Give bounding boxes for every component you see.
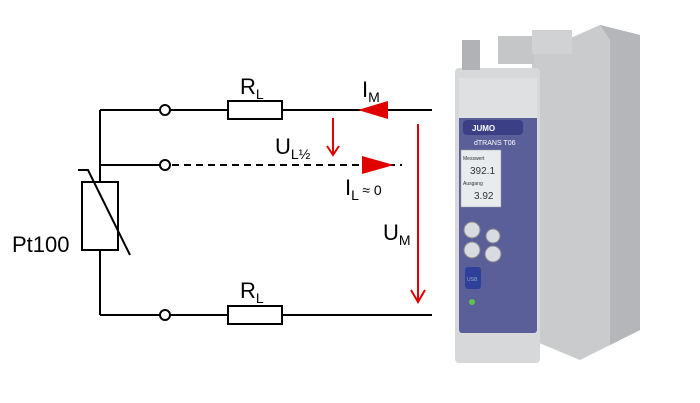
display-value-2: 3.92 [474,191,494,202]
resistor-bottom-label: RL [240,278,264,306]
svg-text:Ausgang: Ausgang [463,181,483,187]
transmitter-device: JUMO dTRANS T06 Messwert 392.1 Ausgang 3… [455,25,640,363]
resistor-top-label: RL [240,74,264,102]
measure-voltage-label: UM [383,220,411,248]
up-button[interactable] [463,221,481,239]
display-value-1: 392.1 [470,166,495,177]
usb-port [465,267,481,289]
pt100-resistor [81,181,119,251]
line-current-label: IL ≈ 0 [345,175,382,203]
device-brand: JUMO [472,124,495,133]
device-model: dTRANS T06 [474,140,516,147]
svg-text:Messwert: Messwert [463,156,485,162]
status-led [469,299,475,305]
current-arrow-right [362,156,394,174]
pt100-label: Pt100 [12,232,70,257]
line-voltage-label: UL½ [275,134,311,162]
pt100-variable-line [78,169,131,256]
svg-text:USB: USB [467,277,478,283]
wires [78,100,432,325]
down-button[interactable] [463,241,481,259]
back-button[interactable] [485,228,501,244]
arrows [326,101,426,304]
current-measure-label: IM [362,77,380,105]
resistor-bottom [227,305,283,325]
resistor-top [227,100,283,120]
device-display [460,149,502,208]
terminal-middle [159,159,171,171]
current-arrow-left [358,101,388,119]
menu-button[interactable] [484,245,502,263]
terminal-bottom [159,309,171,321]
terminal-top [159,104,171,116]
